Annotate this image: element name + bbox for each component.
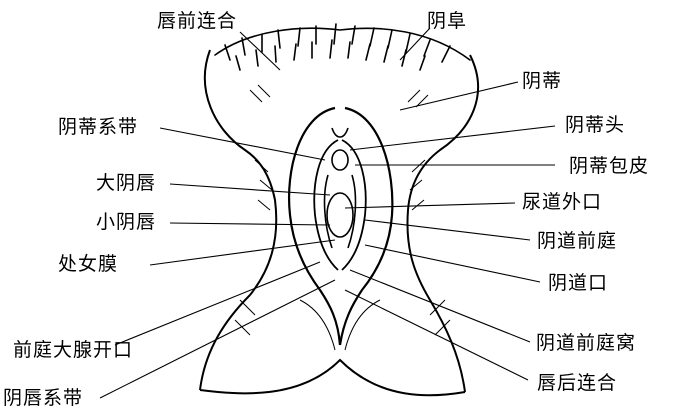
label-vaginal-orifice: 阴道口 — [548, 274, 608, 293]
label-labial-commissure-posterior: 唇后连合 — [537, 374, 617, 393]
labia-majora-shape — [289, 108, 392, 345]
label-hymen: 处女膜 — [58, 255, 118, 274]
label-labia-majora: 大阴唇 — [96, 174, 156, 193]
label-vestibule: 阴道前庭 — [537, 232, 617, 251]
label-glans-of-clitoris: 阴蒂头 — [565, 116, 625, 135]
shading — [235, 85, 450, 350]
label-frenulum-of-clitoris: 阴蒂系带 — [58, 118, 138, 137]
label-prepuce-of-clitoris: 阴蒂包皮 — [569, 157, 649, 176]
label-bartholin-gland-opening: 前庭大腺开口 — [13, 341, 133, 360]
label-vestibular-fossa: 阴道前庭窝 — [536, 334, 636, 353]
label-labia-minora: 小阴唇 — [96, 213, 156, 232]
label-mons-pubis: 阴阜 — [427, 12, 467, 31]
label-urethral-orifice: 尿道外口 — [522, 193, 602, 212]
label-labial-commissure-anterior: 唇前连合 — [157, 12, 237, 31]
label-clitoris: 阴蒂 — [522, 72, 562, 91]
label-frenulum-of-labia: 阴唇系带 — [3, 389, 83, 408]
